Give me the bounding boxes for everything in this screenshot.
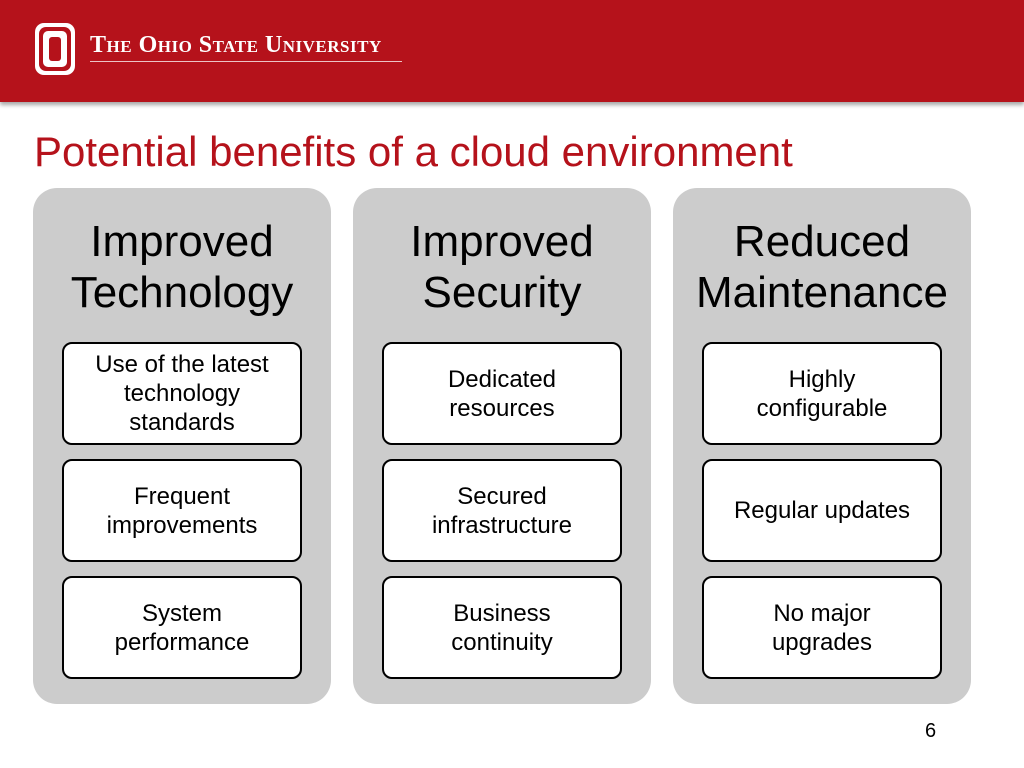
benefit-text: Frequent	[133, 482, 231, 510]
benefit-text: improvements	[106, 511, 258, 539]
benefit-box: Highly configurable	[702, 342, 942, 445]
benefit-text: continuity	[451, 628, 553, 656]
benefit-text: System	[141, 599, 222, 627]
page-number: 6	[925, 720, 937, 742]
benefit-text: Highly	[788, 365, 856, 393]
benefit-text: Business	[453, 599, 551, 627]
benefit-text: upgrades	[771, 628, 873, 656]
column-improved-technology: Improved Technology Use of the latest te…	[33, 188, 331, 704]
benefit-text: Secured	[457, 482, 547, 510]
column-improved-security: Improved Security Dedicated resources Se…	[353, 188, 651, 704]
benefit-text: standards	[129, 409, 235, 436]
benefit-box: No major upgrades	[702, 576, 942, 679]
benefit-box: Business continuity	[382, 576, 622, 679]
benefit-text: configurable	[756, 394, 888, 422]
column-reduced-maintenance: Reduced Maintenance Highly configurable …	[673, 188, 971, 704]
heading-line: Improved	[410, 217, 594, 266]
benefit-box: Frequent improvements	[62, 459, 302, 562]
benefit-text: Use of the latest	[95, 351, 269, 378]
benefit-text: Dedicated	[447, 365, 557, 393]
column-heading: Reduced Maintenance	[673, 216, 971, 318]
column-heading: Improved Technology	[33, 216, 331, 318]
benefit-box: System performance	[62, 576, 302, 679]
benefit-text: Regular updates	[733, 497, 911, 524]
benefit-text: technology	[123, 380, 241, 407]
benefit-text: No major	[773, 599, 871, 627]
heading-line: Security	[422, 268, 582, 317]
heading-line: Reduced	[733, 217, 911, 266]
heading-line: Improved	[90, 217, 274, 266]
benefit-box: Secured infrastructure	[382, 459, 622, 562]
heading-line: Maintenance	[696, 268, 948, 317]
university-wordmark: The Ohio State University	[90, 32, 382, 58]
benefit-text: infrastructure	[431, 511, 573, 539]
slide-title: Potential benefits of a cloud environmen…	[34, 128, 793, 175]
benefit-box: Regular updates	[702, 459, 942, 562]
heading-line: Technology	[70, 268, 294, 317]
benefit-box: Dedicated resources	[382, 342, 622, 445]
benefit-text: resources	[449, 394, 555, 422]
wordmark-underline	[90, 61, 402, 62]
benefit-box: Use of the latest technology standards	[62, 342, 302, 445]
block-o-logo-icon	[35, 23, 75, 75]
benefit-text: performance	[114, 628, 250, 656]
header-band: The Ohio State University	[0, 0, 1024, 102]
column-heading: Improved Security	[353, 216, 651, 318]
